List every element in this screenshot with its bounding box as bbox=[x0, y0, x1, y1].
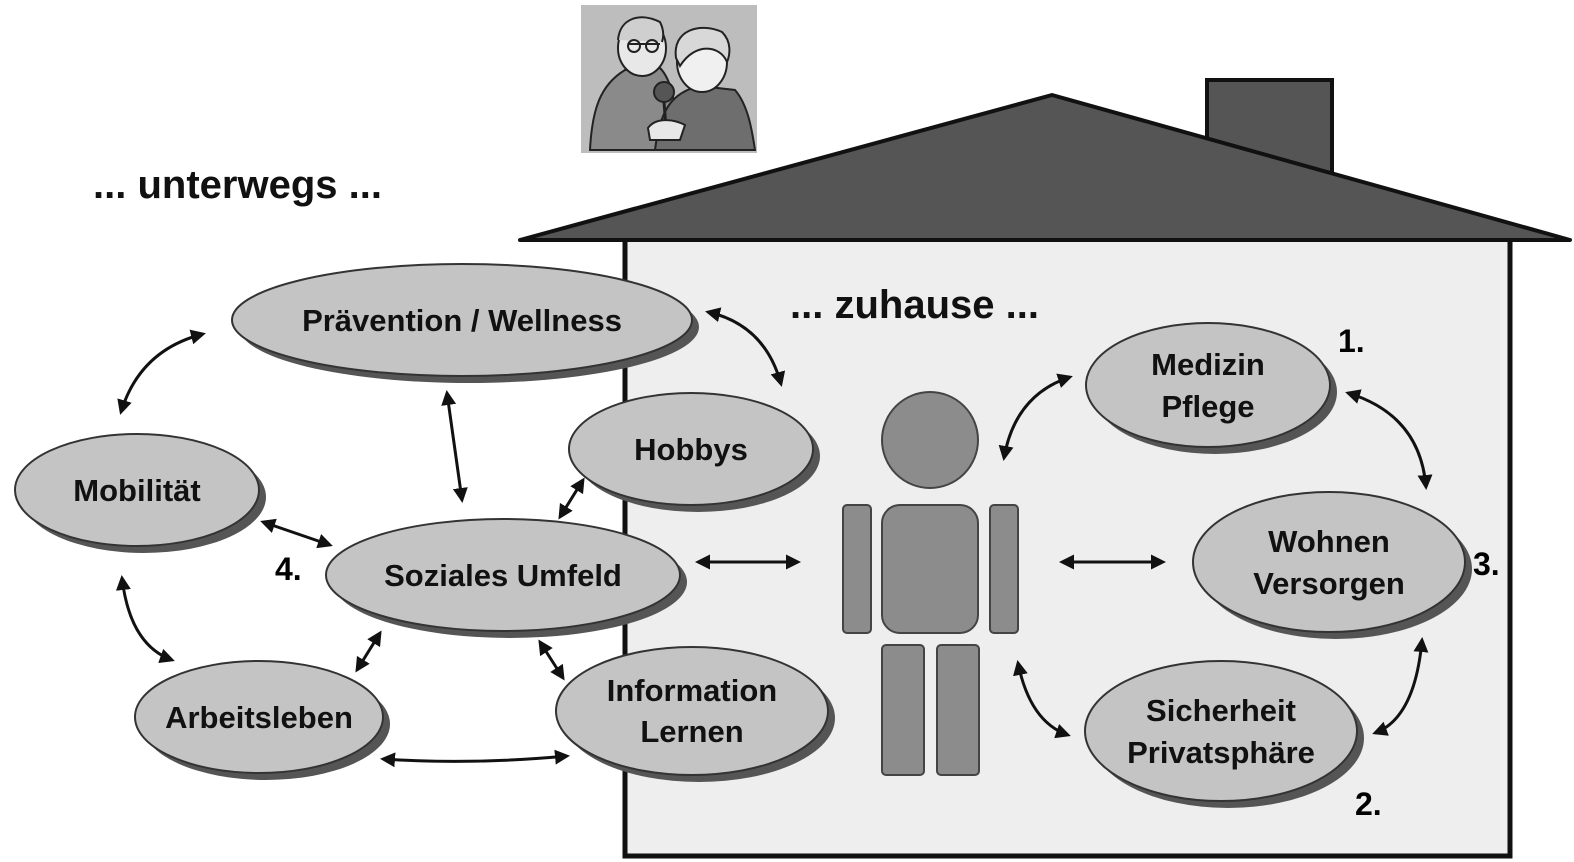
node-arbeitsleben: Arbeitsleben bbox=[134, 660, 390, 780]
node-label-line2: Versorgen bbox=[1253, 566, 1405, 601]
person-leg-left bbox=[881, 644, 925, 776]
node-label-line1: Wohnen bbox=[1268, 524, 1390, 559]
number-label-2: 2. bbox=[1355, 786, 1382, 822]
node-mobilitaet: Mobilität bbox=[14, 433, 266, 553]
node-label-line1: Information bbox=[607, 673, 778, 708]
person-icon bbox=[842, 391, 1019, 776]
person-arm-left bbox=[842, 504, 872, 634]
node-praevention-wellness: Prävention / Wellness bbox=[231, 263, 699, 383]
heading-zuhause: ... zuhause ... bbox=[790, 283, 1039, 327]
node-label-line2: Pflege bbox=[1161, 389, 1254, 424]
node-wohnen-versorgen: Wohnen Versorgen bbox=[1192, 491, 1472, 639]
node-label: Hobbys bbox=[634, 432, 748, 467]
node-label: Soziales Umfeld bbox=[384, 558, 622, 593]
person-head bbox=[881, 391, 979, 489]
node-sicherheit-privatsphaere: Sicherheit Privatsphäre bbox=[1084, 660, 1364, 808]
node-label-line2: Privatsphäre bbox=[1127, 735, 1315, 770]
elderly-couple-illustration bbox=[581, 5, 757, 153]
heading-unterwegs: ... unterwegs ... bbox=[93, 163, 382, 207]
person-leg-right bbox=[936, 644, 980, 776]
node-label: Prävention / Wellness bbox=[302, 303, 622, 338]
node-label-line1: Medizin bbox=[1151, 347, 1265, 382]
node-label-line1: Sicherheit bbox=[1146, 693, 1296, 728]
node-information-lernen: Information Lernen bbox=[555, 646, 835, 782]
node-label-line2: Lernen bbox=[640, 714, 743, 749]
connectors bbox=[115, 307, 1433, 768]
node-label: Mobilität bbox=[73, 473, 200, 508]
node-medizin-pflege: Medizin Pflege bbox=[1085, 322, 1337, 454]
node-label: Arbeitsleben bbox=[165, 700, 353, 735]
house-roof bbox=[518, 93, 1572, 242]
person-arm-right bbox=[989, 504, 1019, 634]
node-hobbys: Hobbys bbox=[568, 392, 820, 512]
node-soziales-umfeld: Soziales Umfeld bbox=[325, 518, 687, 638]
number-label-1: 1. bbox=[1338, 323, 1365, 359]
number-label-3: 3. bbox=[1473, 546, 1500, 582]
person-torso bbox=[881, 504, 979, 634]
number-label-4: 4. bbox=[275, 551, 302, 587]
